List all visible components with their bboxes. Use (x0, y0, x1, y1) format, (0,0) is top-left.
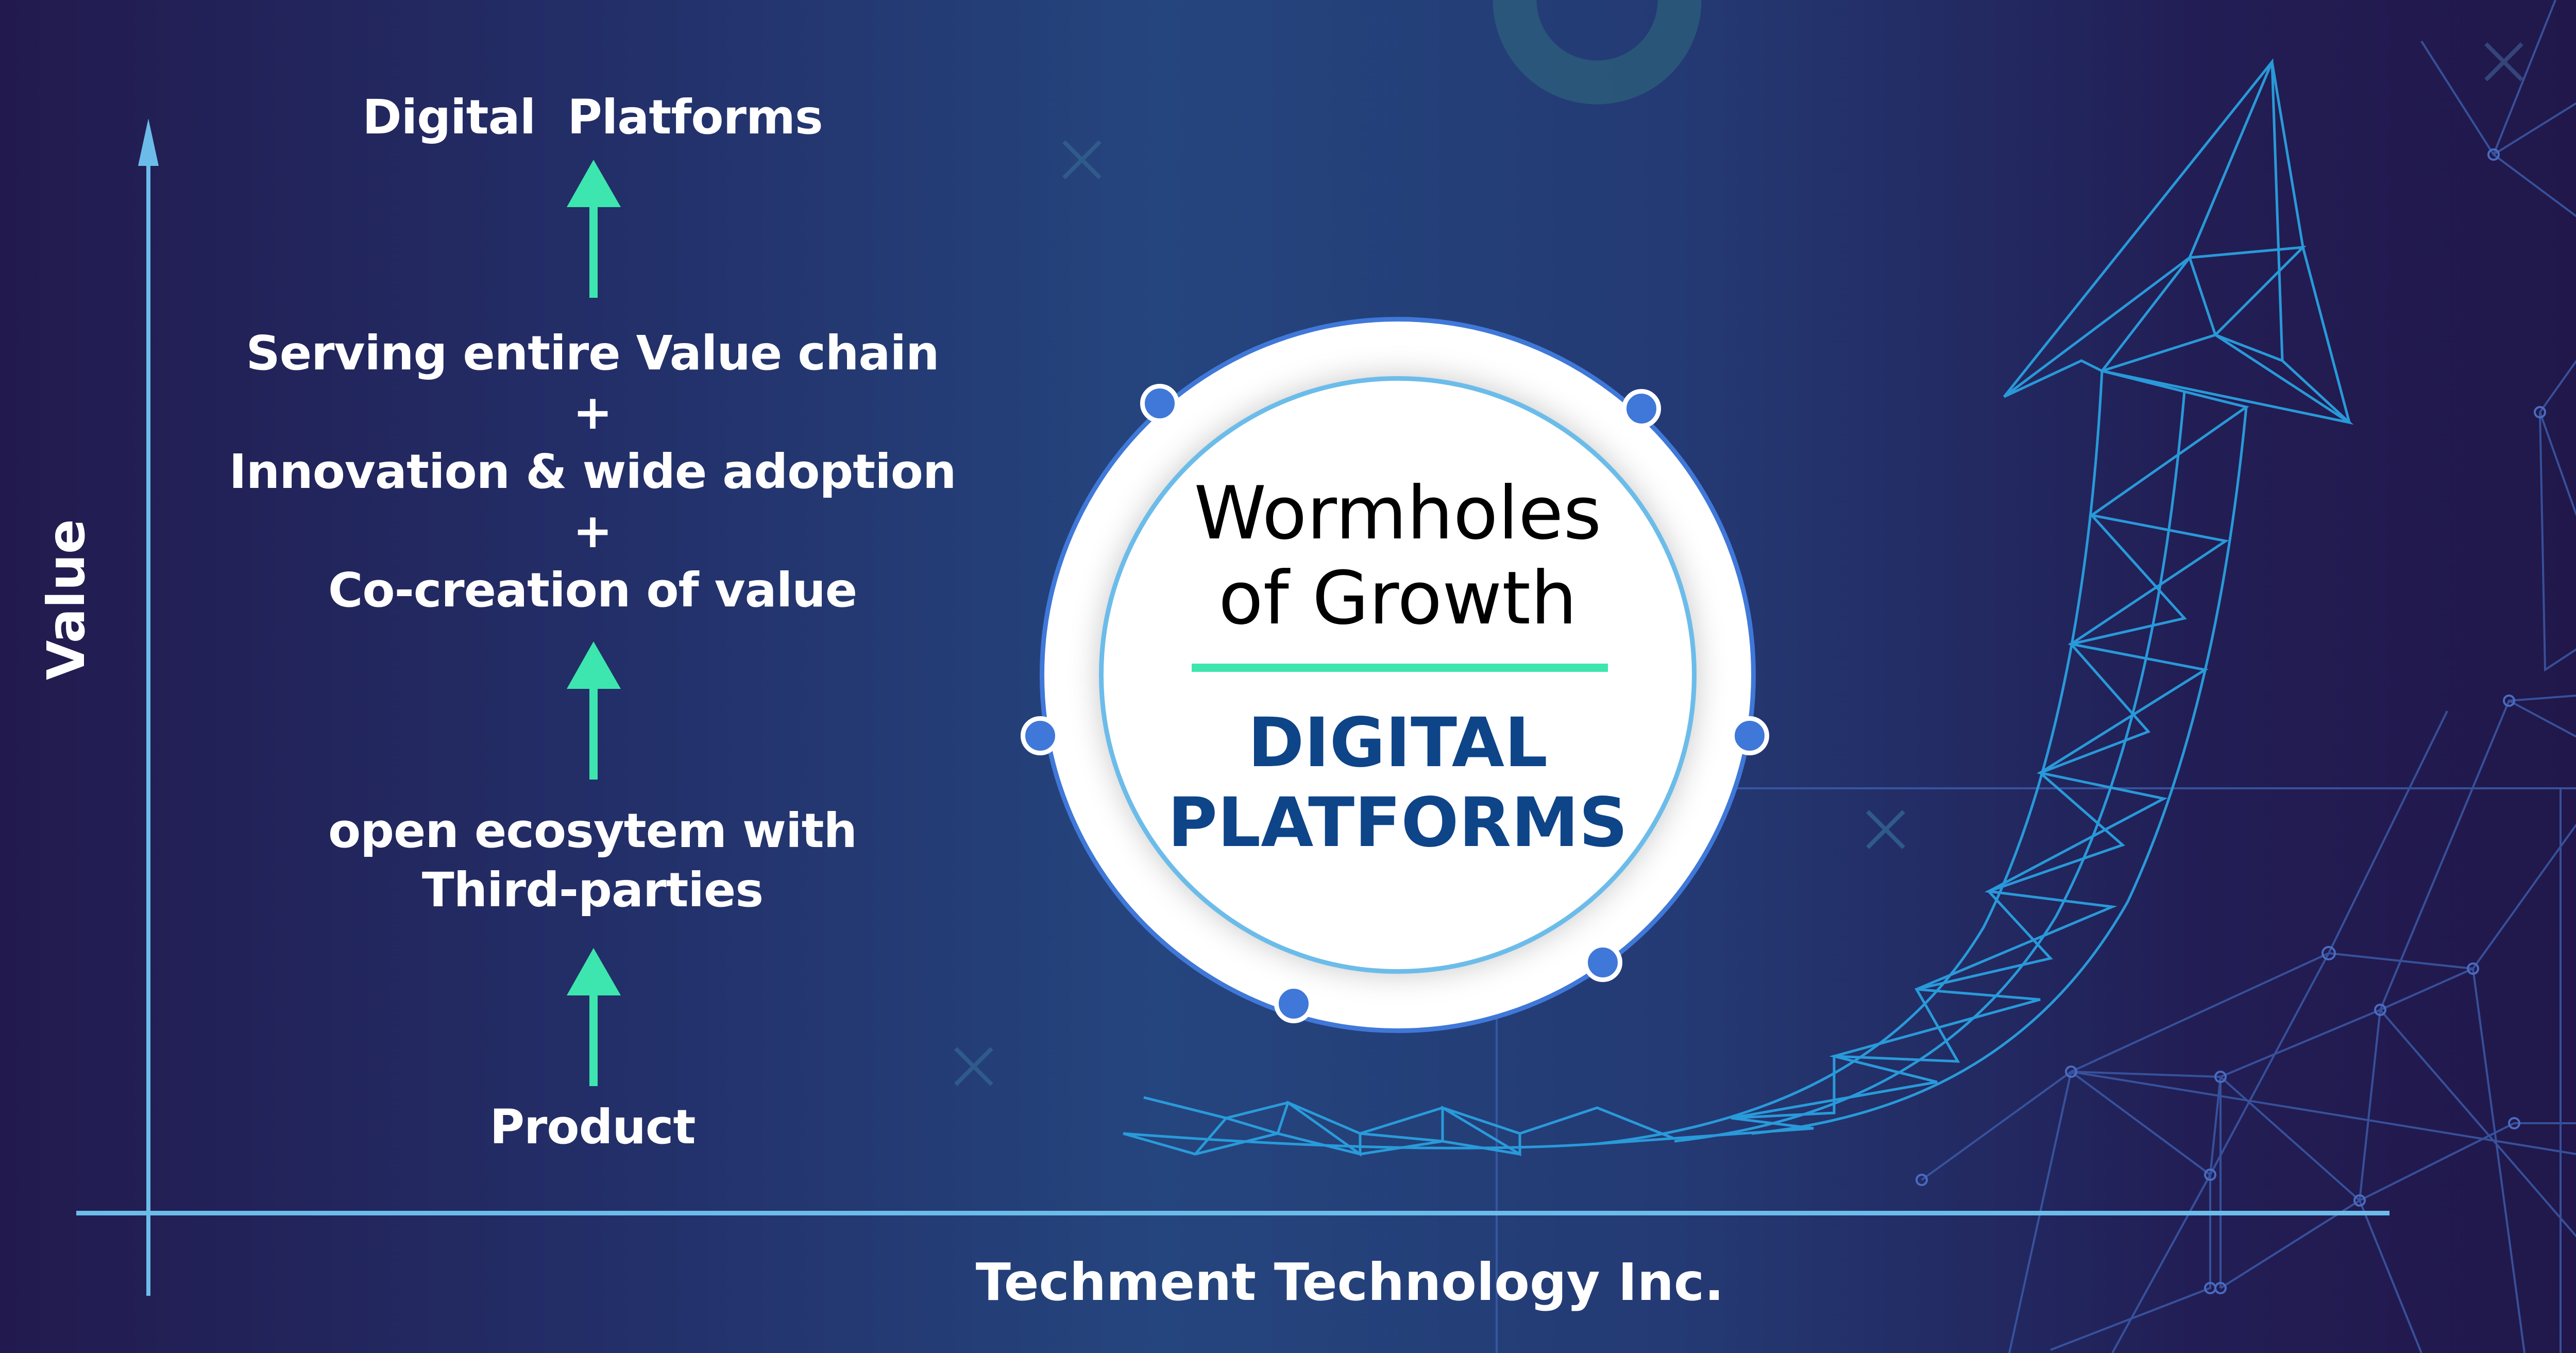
ring-dot-icon (1730, 716, 1769, 755)
ring-dot-icon (1021, 716, 1060, 755)
footer-company-name: Techment Technology Inc. (975, 1252, 1724, 1312)
step-up-arrow-icon (567, 160, 621, 298)
step-value-chain-block: Serving entire Value chain + Innovation … (155, 324, 1030, 620)
decorative-x-icon (954, 1047, 993, 1086)
center-subtitle-line2: PLATFORMS (1167, 783, 1628, 862)
step-line-open-ecosystem: open ecosytem with (328, 803, 857, 858)
ring-dot-icon (1140, 384, 1179, 423)
step-digital-platforms: Digital Platforms (362, 90, 823, 145)
y-axis-arrow (138, 119, 159, 1296)
step-line-innovation: Innovation & wide adoption (229, 444, 956, 499)
y-axis-label: Value (36, 519, 96, 680)
center-title-line1: Wormholes (1194, 471, 1602, 556)
step-product: Product (489, 1100, 696, 1155)
ring-dot-icon (1622, 389, 1661, 428)
step-line-third-parties: Third-parties (421, 862, 764, 918)
step-up-arrow-icon (567, 641, 621, 780)
center-subtitle-line1: DIGITAL (1247, 703, 1548, 783)
step-plus: + (572, 385, 613, 440)
inner-disc (1099, 376, 1697, 974)
decorative-x-icon (2484, 42, 2523, 81)
x-axis-line (76, 1211, 2389, 1215)
ring-dot-icon (1583, 943, 1622, 982)
decorative-x-icon (1866, 810, 1905, 849)
decorative-ring-icon (1493, 0, 1702, 105)
ring-dot-icon (1274, 984, 1313, 1023)
step-plus: + (572, 503, 613, 559)
step-line-value-chain: Serving entire Value chain (246, 326, 940, 381)
step-up-arrow-icon (567, 948, 621, 1086)
wormholes-circle: Wormholes of Growth DIGITAL PLATFORMS (1021, 317, 1769, 1033)
center-divider (1192, 664, 1608, 672)
center-title-line2: of Growth (1218, 556, 1577, 641)
step-open-ecosystem-block: open ecosytem with Third-parties (155, 801, 1030, 920)
step-line-co-creation: Co-creation of value (328, 563, 857, 618)
decorative-x-icon (1062, 140, 1101, 179)
